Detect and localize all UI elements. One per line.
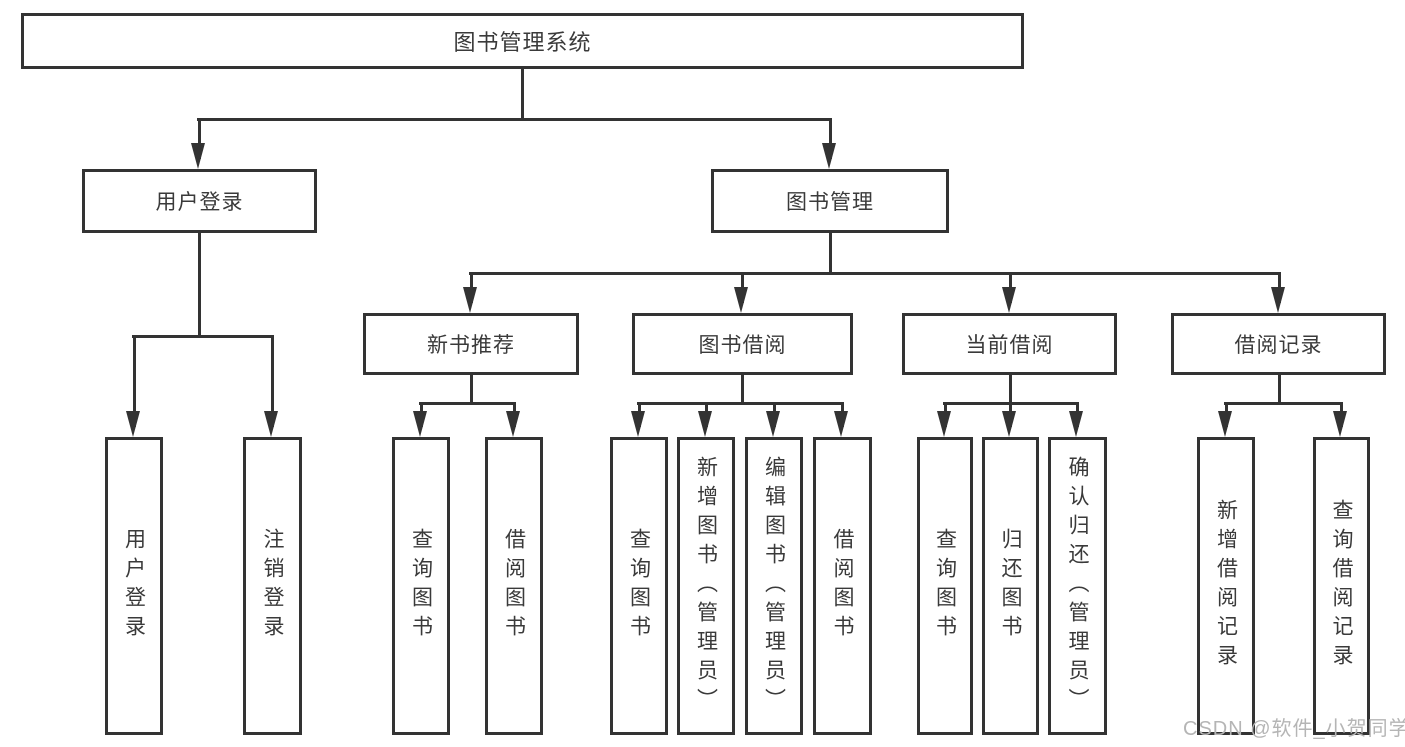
arrowhead-down-icon [697, 411, 712, 437]
arrowhead-down-icon [765, 411, 780, 437]
connector-line [419, 401, 516, 405]
arrowhead-down-icon [1217, 411, 1232, 437]
arrowhead-down-icon [1332, 411, 1347, 437]
arrowhead-down-icon [1001, 411, 1016, 437]
arrowhead-down-icon [505, 411, 520, 437]
arrowhead-down-icon [821, 143, 836, 169]
arrowhead-down-icon [412, 411, 427, 437]
connector-line [469, 271, 1281, 275]
leaf-query-books-recommend: 查询图书 [392, 437, 450, 735]
leaf-query-borrow-record: 查询借阅记录 [1313, 437, 1370, 735]
node-book-management: 图书管理 [711, 169, 949, 233]
connector-line [740, 374, 744, 405]
connector-line [828, 119, 832, 159]
node-label: 图书借阅 [698, 334, 787, 357]
node-label: 借阅记录 [1234, 334, 1323, 357]
arrowhead-down-icon [462, 287, 477, 313]
node-label: 编辑图书（管理员） [762, 455, 786, 717]
leaf-edit-book-admin: 编辑图书（管理员） [745, 437, 803, 735]
node-library-management-system: 图书管理系统 [21, 13, 1024, 69]
arrowhead-down-icon [190, 143, 205, 169]
arrowhead-down-icon [733, 287, 748, 313]
node-label: 用户登录 [122, 528, 146, 644]
node-label: 确认归还（管理员） [1066, 455, 1089, 717]
node-label: 当前借阅 [965, 334, 1054, 357]
arrowhead-down-icon [1270, 287, 1285, 313]
arrowhead-down-icon [1001, 287, 1016, 313]
leaf-query-books-current: 查询图书 [917, 437, 973, 735]
connector-line [637, 401, 844, 405]
node-label: 新书推荐 [427, 334, 515, 357]
arrowhead-down-icon [833, 411, 848, 437]
node-label: 用户登录 [155, 191, 244, 214]
leaf-borrow-books-borrowing: 借阅图书 [813, 437, 872, 735]
leaf-logout: 注销登录 [243, 437, 302, 735]
leaf-add-borrow-record: 新增借阅记录 [1197, 437, 1255, 735]
connector-line [520, 66, 524, 121]
csdn-watermark: CSDN @软件_小贺同学 [1183, 718, 1405, 740]
node-label: 查询图书 [933, 528, 957, 644]
connector-line [1277, 374, 1281, 405]
connector-line [132, 334, 274, 338]
connector-line [828, 232, 832, 275]
node-label: 新增图书（管理员） [694, 455, 718, 717]
node-label: 归还图书 [999, 528, 1022, 644]
connector-line [1224, 401, 1343, 405]
leaf-user-login: 用户登录 [105, 437, 163, 735]
node-new-book-recommendation: 新书推荐 [363, 313, 579, 375]
node-user-login: 用户登录 [82, 169, 317, 233]
leaf-return-books: 归还图书 [982, 437, 1039, 735]
connector-line [270, 336, 274, 427]
arrowhead-down-icon [263, 411, 278, 437]
leaf-query-books-borrowing: 查询图书 [610, 437, 668, 735]
connector-line [132, 336, 136, 427]
leaf-add-book-admin: 新增图书（管理员） [677, 437, 735, 735]
node-label: 新增借阅记录 [1214, 499, 1238, 673]
connector-line [197, 117, 832, 121]
node-label: 借阅图书 [831, 528, 854, 644]
node-label: 图书管理 [786, 191, 874, 214]
node-label: 查询图书 [627, 528, 651, 644]
connector-line [197, 232, 201, 338]
arrowhead-down-icon [1068, 411, 1083, 437]
connector-line [197, 119, 201, 159]
connector-line [469, 374, 473, 405]
node-label: 查询图书 [409, 528, 433, 644]
node-current-borrowing: 当前借阅 [902, 313, 1117, 375]
leaf-borrow-books-recommend: 借阅图书 [485, 437, 543, 735]
node-label: 查询借阅记录 [1330, 499, 1353, 673]
arrowhead-down-icon [630, 411, 645, 437]
arrowhead-down-icon [125, 411, 140, 437]
node-book-borrowing: 图书借阅 [632, 313, 853, 375]
arrowhead-down-icon [936, 411, 951, 437]
leaf-confirm-return-admin: 确认归还（管理员） [1048, 437, 1107, 735]
node-label: 借阅图书 [502, 528, 526, 644]
node-label: 注销登录 [261, 528, 284, 644]
node-label: 图书管理系统 [453, 30, 592, 55]
node-borrowing-records: 借阅记录 [1171, 313, 1386, 375]
connector-line [1008, 374, 1012, 405]
